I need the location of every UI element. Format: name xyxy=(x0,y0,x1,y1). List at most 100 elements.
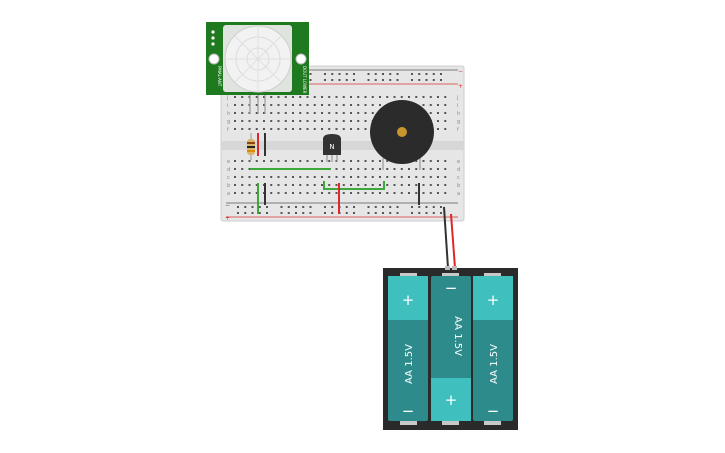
breadboard-hole[interactable] xyxy=(324,79,326,81)
breadboard-hole[interactable] xyxy=(299,160,302,162)
breadboard-hole[interactable] xyxy=(255,184,258,186)
breadboard-hole[interactable] xyxy=(415,160,418,162)
breadboard-hole[interactable] xyxy=(248,160,251,162)
wire-green-bridge[interactable] xyxy=(323,181,385,190)
breadboard-hole[interactable] xyxy=(408,184,410,186)
breadboard-hole[interactable] xyxy=(270,160,273,162)
breadboard-hole[interactable] xyxy=(357,128,360,130)
breadboard-hole[interactable] xyxy=(437,160,439,162)
breadboard-hole[interactable] xyxy=(379,160,381,162)
breadboard-hole[interactable] xyxy=(258,212,261,214)
breadboard-hole[interactable] xyxy=(270,96,273,98)
breadboard-hole[interactable] xyxy=(306,176,309,178)
breadboard-hole[interactable] xyxy=(306,128,309,130)
breadboard-hole[interactable] xyxy=(248,168,251,170)
breadboard-hole[interactable] xyxy=(277,184,280,186)
breadboard-hole[interactable] xyxy=(371,104,374,106)
breadboard-hole[interactable] xyxy=(263,128,265,130)
breadboard-hole[interactable] xyxy=(335,120,338,122)
breadboard-hole[interactable] xyxy=(295,206,297,208)
breadboard-hole[interactable] xyxy=(396,206,399,208)
breadboard-hole[interactable] xyxy=(393,192,396,194)
breadboard-hole[interactable] xyxy=(335,96,338,98)
breadboard-hole[interactable] xyxy=(425,73,428,75)
breadboard-hole[interactable] xyxy=(386,184,389,186)
breadboard-hole[interactable] xyxy=(263,176,265,178)
breadboard-hole[interactable] xyxy=(422,96,425,98)
breadboard-hole[interactable] xyxy=(350,168,352,170)
breadboard-hole[interactable] xyxy=(270,184,273,186)
breadboard-hole[interactable] xyxy=(371,176,374,178)
breadboard-hole[interactable] xyxy=(367,79,370,81)
breadboard-hole[interactable] xyxy=(335,128,338,130)
breadboard-hole[interactable] xyxy=(277,120,280,122)
breadboard-hole[interactable] xyxy=(241,96,244,98)
breadboard-hole[interactable] xyxy=(241,168,244,170)
breadboard-hole[interactable] xyxy=(324,206,326,208)
breadboard-hole[interactable] xyxy=(429,96,432,98)
breadboard-hole[interactable] xyxy=(241,104,244,106)
breadboard-hole[interactable] xyxy=(367,206,370,208)
breadboard-hole[interactable] xyxy=(386,168,389,170)
breadboard-hole[interactable] xyxy=(364,176,367,178)
breadboard-hole[interactable] xyxy=(331,206,334,208)
breadboard-hole[interactable] xyxy=(432,206,435,208)
breadboard-hole[interactable] xyxy=(357,96,360,98)
breadboard-hole[interactable] xyxy=(408,192,410,194)
breadboard-hole[interactable] xyxy=(367,212,370,214)
breadboard-hole[interactable] xyxy=(299,184,302,186)
breadboard-hole[interactable] xyxy=(313,128,316,130)
breadboard-hole[interactable] xyxy=(331,79,334,81)
breadboard-hole[interactable] xyxy=(328,104,331,106)
breadboard-hole[interactable] xyxy=(309,73,312,75)
breadboard-hole[interactable] xyxy=(277,160,280,162)
breadboard-hole[interactable] xyxy=(263,120,265,122)
breadboard-hole[interactable] xyxy=(415,192,418,194)
breadboard-hole[interactable] xyxy=(350,112,352,114)
breadboard-hole[interactable] xyxy=(357,168,360,170)
breadboard-hole[interactable] xyxy=(324,212,326,214)
breadboard-hole[interactable] xyxy=(335,112,338,114)
breadboard-hole[interactable] xyxy=(270,104,273,106)
breadboard-hole[interactable] xyxy=(350,128,352,130)
breadboard-hole[interactable] xyxy=(396,79,399,81)
breadboard-hole[interactable] xyxy=(429,176,432,178)
breadboard-hole[interactable] xyxy=(379,168,381,170)
breadboard-hole[interactable] xyxy=(342,184,345,186)
pir-pot-left[interactable] xyxy=(208,53,220,65)
breadboard-hole[interactable] xyxy=(350,104,352,106)
breadboard-hole[interactable] xyxy=(335,192,338,194)
breadboard-hole[interactable] xyxy=(234,160,236,162)
breadboard-hole[interactable] xyxy=(440,73,442,75)
breadboard-hole[interactable] xyxy=(357,160,360,162)
breadboard-hole[interactable] xyxy=(425,206,428,208)
breadboard-hole[interactable] xyxy=(287,212,290,214)
breadboard-hole[interactable] xyxy=(306,120,309,122)
breadboard-hole[interactable] xyxy=(292,120,294,122)
breadboard-hole[interactable] xyxy=(429,168,432,170)
breadboard-hole[interactable] xyxy=(255,128,258,130)
breadboard-hole[interactable] xyxy=(400,168,403,170)
breadboard-hole[interactable] xyxy=(234,168,236,170)
breadboard-hole[interactable] xyxy=(418,79,421,81)
breadboard-hole[interactable] xyxy=(299,112,302,114)
breadboard-hole[interactable] xyxy=(418,73,421,75)
breadboard-hole[interactable] xyxy=(393,184,396,186)
breadboard-hole[interactable] xyxy=(364,128,367,130)
piezo-buzzer[interactable] xyxy=(370,100,434,170)
breadboard-hole[interactable] xyxy=(321,184,323,186)
breadboard-hole[interactable] xyxy=(444,112,447,114)
breadboard-hole[interactable] xyxy=(357,176,360,178)
breadboard-hole[interactable] xyxy=(353,206,355,208)
breadboard-hole[interactable] xyxy=(437,192,439,194)
breadboard-hole[interactable] xyxy=(234,128,236,130)
breadboard-hole[interactable] xyxy=(331,73,334,75)
breadboard-hole[interactable] xyxy=(244,206,247,208)
pir-pot-right[interactable] xyxy=(295,53,307,65)
breadboard-hole[interactable] xyxy=(444,160,447,162)
battery-lead-black[interactable] xyxy=(443,206,449,269)
breadboard-hole[interactable] xyxy=(429,184,432,186)
breadboard-hole[interactable] xyxy=(411,206,413,208)
breadboard-hole[interactable] xyxy=(422,104,425,106)
breadboard-hole[interactable] xyxy=(263,96,265,98)
